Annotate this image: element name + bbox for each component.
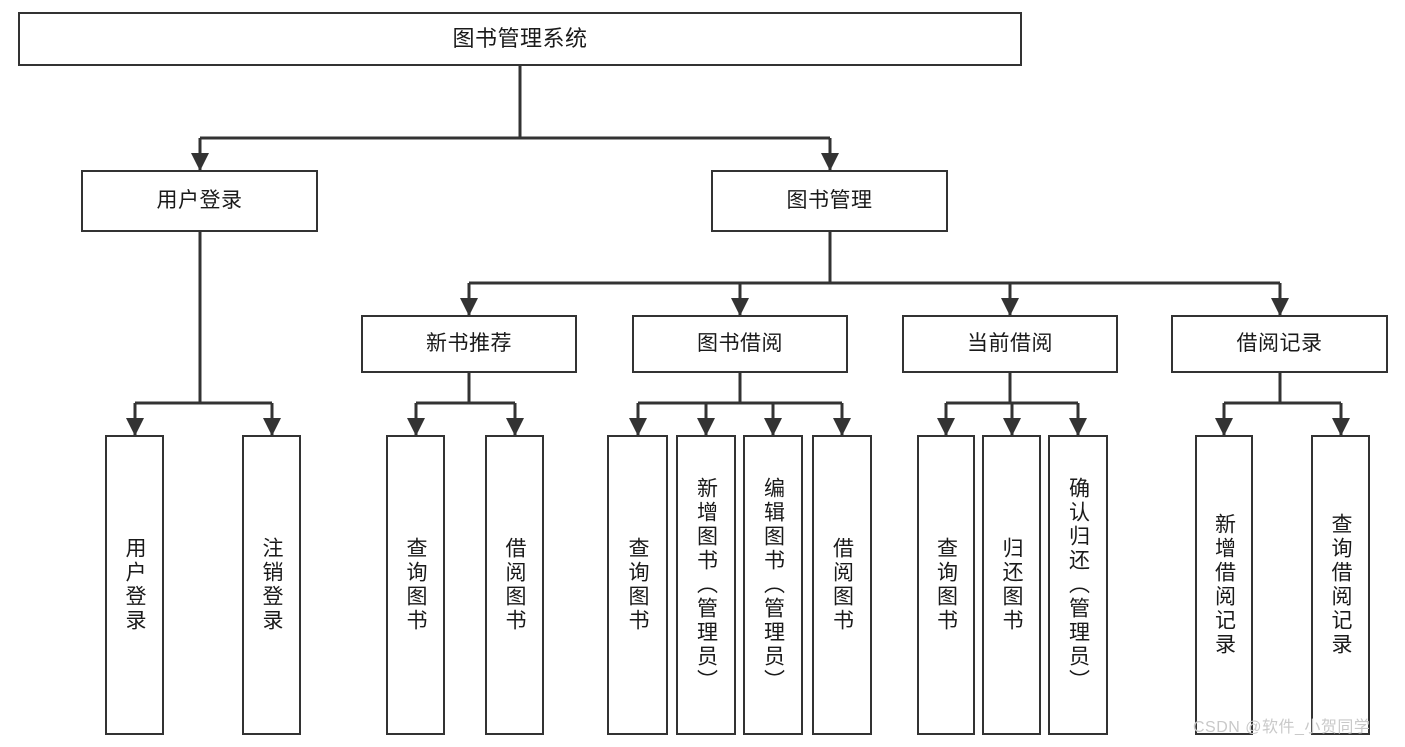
arrowhead xyxy=(460,298,478,316)
watermark-text: CSDN @软件_小贺同学 xyxy=(1193,719,1371,736)
node-login[interactable]: 用户登录 xyxy=(81,170,318,232)
node-label: 查询图书 xyxy=(626,537,649,633)
node-leaf-bw-edit[interactable]: 编辑图书（管理员） xyxy=(743,435,803,735)
node-label: 新增图书（管理员） xyxy=(694,477,718,693)
node-newbook[interactable]: 新书推荐 xyxy=(361,315,577,373)
arrowhead xyxy=(1003,418,1021,436)
arrowhead xyxy=(1332,418,1350,436)
node-leaf-rec-q[interactable]: 查询借阅记录 xyxy=(1311,435,1370,735)
arrowhead xyxy=(263,418,281,436)
node-label: 查询图书 xyxy=(404,537,427,633)
arrowhead xyxy=(764,418,782,436)
node-label: 图书借阅 xyxy=(697,331,783,355)
arrowhead xyxy=(1001,298,1019,316)
arrowhead xyxy=(1271,298,1289,316)
node-root[interactable]: 图书管理系统 xyxy=(18,12,1022,66)
node-label: 借阅图书 xyxy=(830,537,854,633)
arrowhead xyxy=(731,298,749,316)
arrowhead xyxy=(821,153,839,171)
node-leaf-nb-q[interactable]: 查询图书 xyxy=(386,435,445,735)
node-label: 新增借阅记录 xyxy=(1212,513,1236,657)
arrowhead xyxy=(126,418,144,436)
arrowhead xyxy=(506,418,524,436)
node-leaf-nb-b[interactable]: 借阅图书 xyxy=(485,435,544,735)
node-leaf-cur-r[interactable]: 归还图书 xyxy=(982,435,1041,735)
node-leaf-login[interactable]: 用户登录 xyxy=(105,435,164,735)
node-current[interactable]: 当前借阅 xyxy=(902,315,1118,373)
node-bookmgmt[interactable]: 图书管理 xyxy=(711,170,948,232)
node-label: 查询借阅记录 xyxy=(1329,513,1352,657)
node-label: 借阅图书 xyxy=(503,537,526,633)
arrowhead xyxy=(191,153,209,171)
node-leaf-bw-bor[interactable]: 借阅图书 xyxy=(812,435,872,735)
node-leaf-rec-add[interactable]: 新增借阅记录 xyxy=(1195,435,1253,735)
node-leaf-bw-add[interactable]: 新增图书（管理员） xyxy=(676,435,736,735)
node-label: 确认归还（管理员） xyxy=(1066,477,1090,693)
arrowhead xyxy=(1069,418,1087,436)
node-label: 编辑图书（管理员） xyxy=(761,477,785,693)
node-label: 用户登录 xyxy=(123,537,146,633)
arrowhead xyxy=(1215,418,1233,436)
node-leaf-cur-q[interactable]: 查询图书 xyxy=(917,435,975,735)
node-label: 新书推荐 xyxy=(426,331,512,355)
arrowhead xyxy=(629,418,647,436)
node-borrow[interactable]: 图书借阅 xyxy=(632,315,848,373)
node-label: 用户登录 xyxy=(156,188,243,212)
node-leaf-cur-c[interactable]: 确认归还（管理员） xyxy=(1048,435,1108,735)
node-leaf-bw-q[interactable]: 查询图书 xyxy=(607,435,668,735)
node-leaf-logout[interactable]: 注销登录 xyxy=(242,435,301,735)
node-label: 图书管理系统 xyxy=(452,26,588,52)
arrowhead xyxy=(407,418,425,436)
node-records[interactable]: 借阅记录 xyxy=(1171,315,1388,373)
node-label: 借阅记录 xyxy=(1236,331,1323,355)
node-label: 注销登录 xyxy=(260,537,283,633)
arrowhead xyxy=(833,418,851,436)
node-label: 查询图书 xyxy=(934,537,958,633)
node-label: 归还图书 xyxy=(1000,537,1023,633)
node-label: 当前借阅 xyxy=(967,331,1053,355)
node-label: 图书管理 xyxy=(786,188,873,212)
arrowhead xyxy=(697,418,715,436)
arrowhead xyxy=(937,418,955,436)
